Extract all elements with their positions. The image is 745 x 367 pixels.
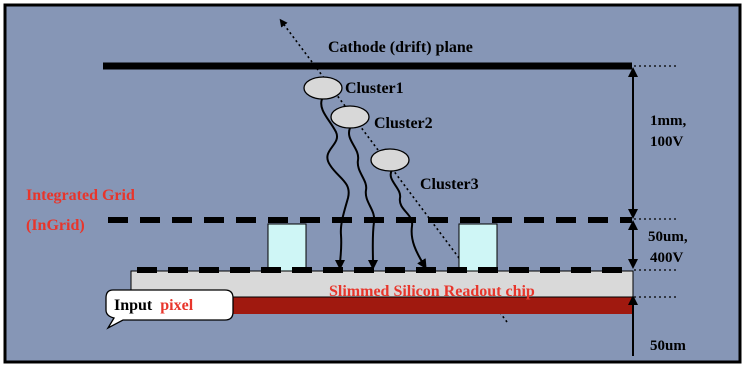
amp-gap-label-line1: 50um,: [648, 229, 688, 245]
ingrid-label-line1: Integrated Grid: [26, 187, 135, 204]
chip-thickness-label: 50um: [650, 338, 686, 354]
cluster1-label: Cluster1: [345, 80, 404, 97]
chip-label: Slimmed Silicon Readout chip: [329, 283, 535, 300]
cluster-2: [330, 105, 370, 129]
drift-gap-label-line2: 100V: [650, 134, 684, 150]
input-pixel-label: Input pixel: [114, 297, 194, 314]
cathode-label: Cathode (drift) plane: [328, 39, 473, 56]
pixel-word: pixel: [160, 297, 193, 314]
drift-gap-label-line1: 1mm,: [650, 113, 686, 129]
grid-pillar: [458, 223, 498, 272]
input-pixel-layer: [212, 297, 632, 314]
amp-gap-label-line2: 400V: [650, 250, 684, 266]
cluster-1: [303, 76, 343, 100]
cluster2-label: Cluster2: [374, 115, 433, 132]
drift-path-3: [389, 169, 427, 270]
cluster-3: [370, 148, 410, 172]
cluster3-label: Cluster3: [420, 176, 479, 193]
ingrid-label-line2: (InGrid): [26, 217, 85, 234]
grid-pillar: [267, 223, 307, 272]
input-word: Input: [114, 297, 153, 314]
drift-path-2: [347, 127, 378, 270]
input-pixel-callout: [105, 289, 234, 330]
drift-path-1: [320, 98, 350, 270]
